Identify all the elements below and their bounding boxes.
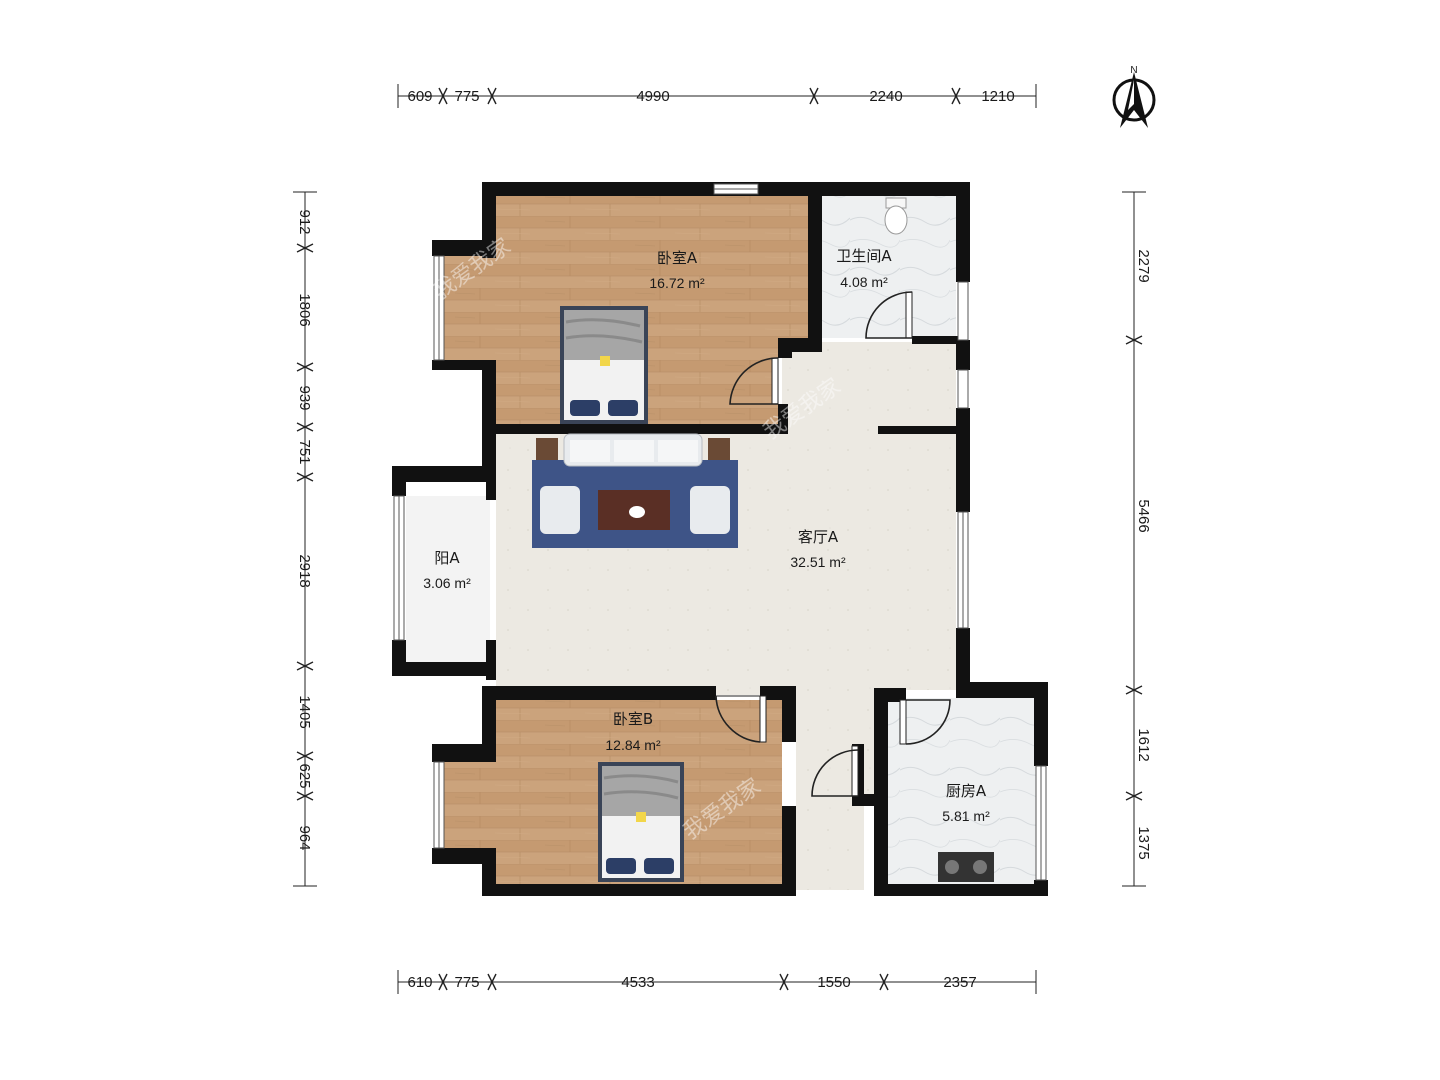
dim-right-2: 5466	[1135, 499, 1152, 532]
dim-top-3: 4990	[636, 88, 669, 105]
bedroom-a-name: 卧室A	[657, 249, 698, 267]
bedroom-b-name: 卧室B	[613, 710, 653, 728]
toilet-icon	[884, 197, 908, 235]
dim-left-5: 2918	[296, 554, 313, 587]
windows	[393, 183, 1047, 881]
balcony-a-area: 3.06 m²	[423, 575, 471, 591]
furniture	[532, 197, 994, 882]
dim-top-5: 1210	[981, 88, 1014, 105]
dimension-line-right: 2279 5466 1612 1375	[1122, 191, 1152, 887]
bed-icon	[560, 306, 648, 424]
door-kitchen	[899, 699, 951, 745]
room-labels: 卧室A 16.72 m² 卫生间A 4.08 m² 客厅A 32.51 m² 阳…	[423, 247, 990, 824]
living-a-area: 32.51 m²	[790, 554, 846, 570]
balcony-a-floor	[406, 496, 490, 662]
dim-top-2: 775	[454, 88, 479, 105]
kitchen-a-name: 厨房A	[946, 782, 987, 800]
dim-bottom-4: 1550	[817, 974, 850, 991]
dim-left-4: 751	[296, 439, 313, 464]
doors	[715, 291, 951, 797]
dim-top-4: 2240	[869, 88, 902, 105]
window-living-right-1	[957, 369, 969, 409]
dim-bottom-3: 4533	[621, 974, 654, 991]
dim-bottom-2: 775	[454, 974, 479, 991]
dim-right-1: 2279	[1135, 249, 1152, 282]
door-bathroom	[865, 291, 913, 339]
door-bedroom-b	[715, 695, 767, 743]
bedroom-a-area: 16.72 m²	[649, 275, 705, 291]
dim-left-2: 1806	[296, 293, 313, 326]
dimension-line-bottom: 610 775 4533 1550 2357	[397, 970, 1037, 994]
bathroom-a-name: 卫生间A	[836, 247, 892, 265]
dim-left-3: 939	[296, 385, 313, 410]
window-bath-right	[957, 281, 969, 341]
dim-right-3: 1612	[1135, 728, 1152, 761]
dim-bottom-1: 610	[407, 974, 432, 991]
north-compass-icon: N	[1112, 65, 1156, 128]
door-bedroom-a	[729, 357, 779, 405]
dim-left-1: 912	[296, 209, 313, 234]
dim-top-1: 609	[407, 88, 432, 105]
kitchen-a-area: 5.81 m²	[942, 808, 990, 824]
living-room-set-icon	[532, 433, 738, 548]
balcony-a-name: 阳A	[434, 549, 460, 567]
living-a-name: 客厅A	[798, 528, 839, 546]
dim-left-6: 1405	[296, 695, 313, 728]
bedroom-b-area: 12.84 m²	[605, 737, 661, 753]
dim-left-7: 625	[296, 763, 313, 788]
dim-bottom-5: 2357	[943, 974, 976, 991]
dimension-line-left: 912 1806 939 751 2918 1405 625 964	[293, 191, 317, 887]
bed-icon	[598, 762, 684, 882]
bathroom-a-area: 4.08 m²	[840, 274, 888, 290]
door-entrance	[811, 745, 859, 797]
compass-label: N	[1130, 65, 1137, 76]
dim-right-4: 1375	[1135, 826, 1152, 859]
dimension-line-top: 609 775 4990 2240 1210	[397, 84, 1037, 108]
walls	[392, 182, 1048, 896]
dim-left-8: 964	[296, 825, 313, 850]
stove-icon	[938, 852, 994, 882]
